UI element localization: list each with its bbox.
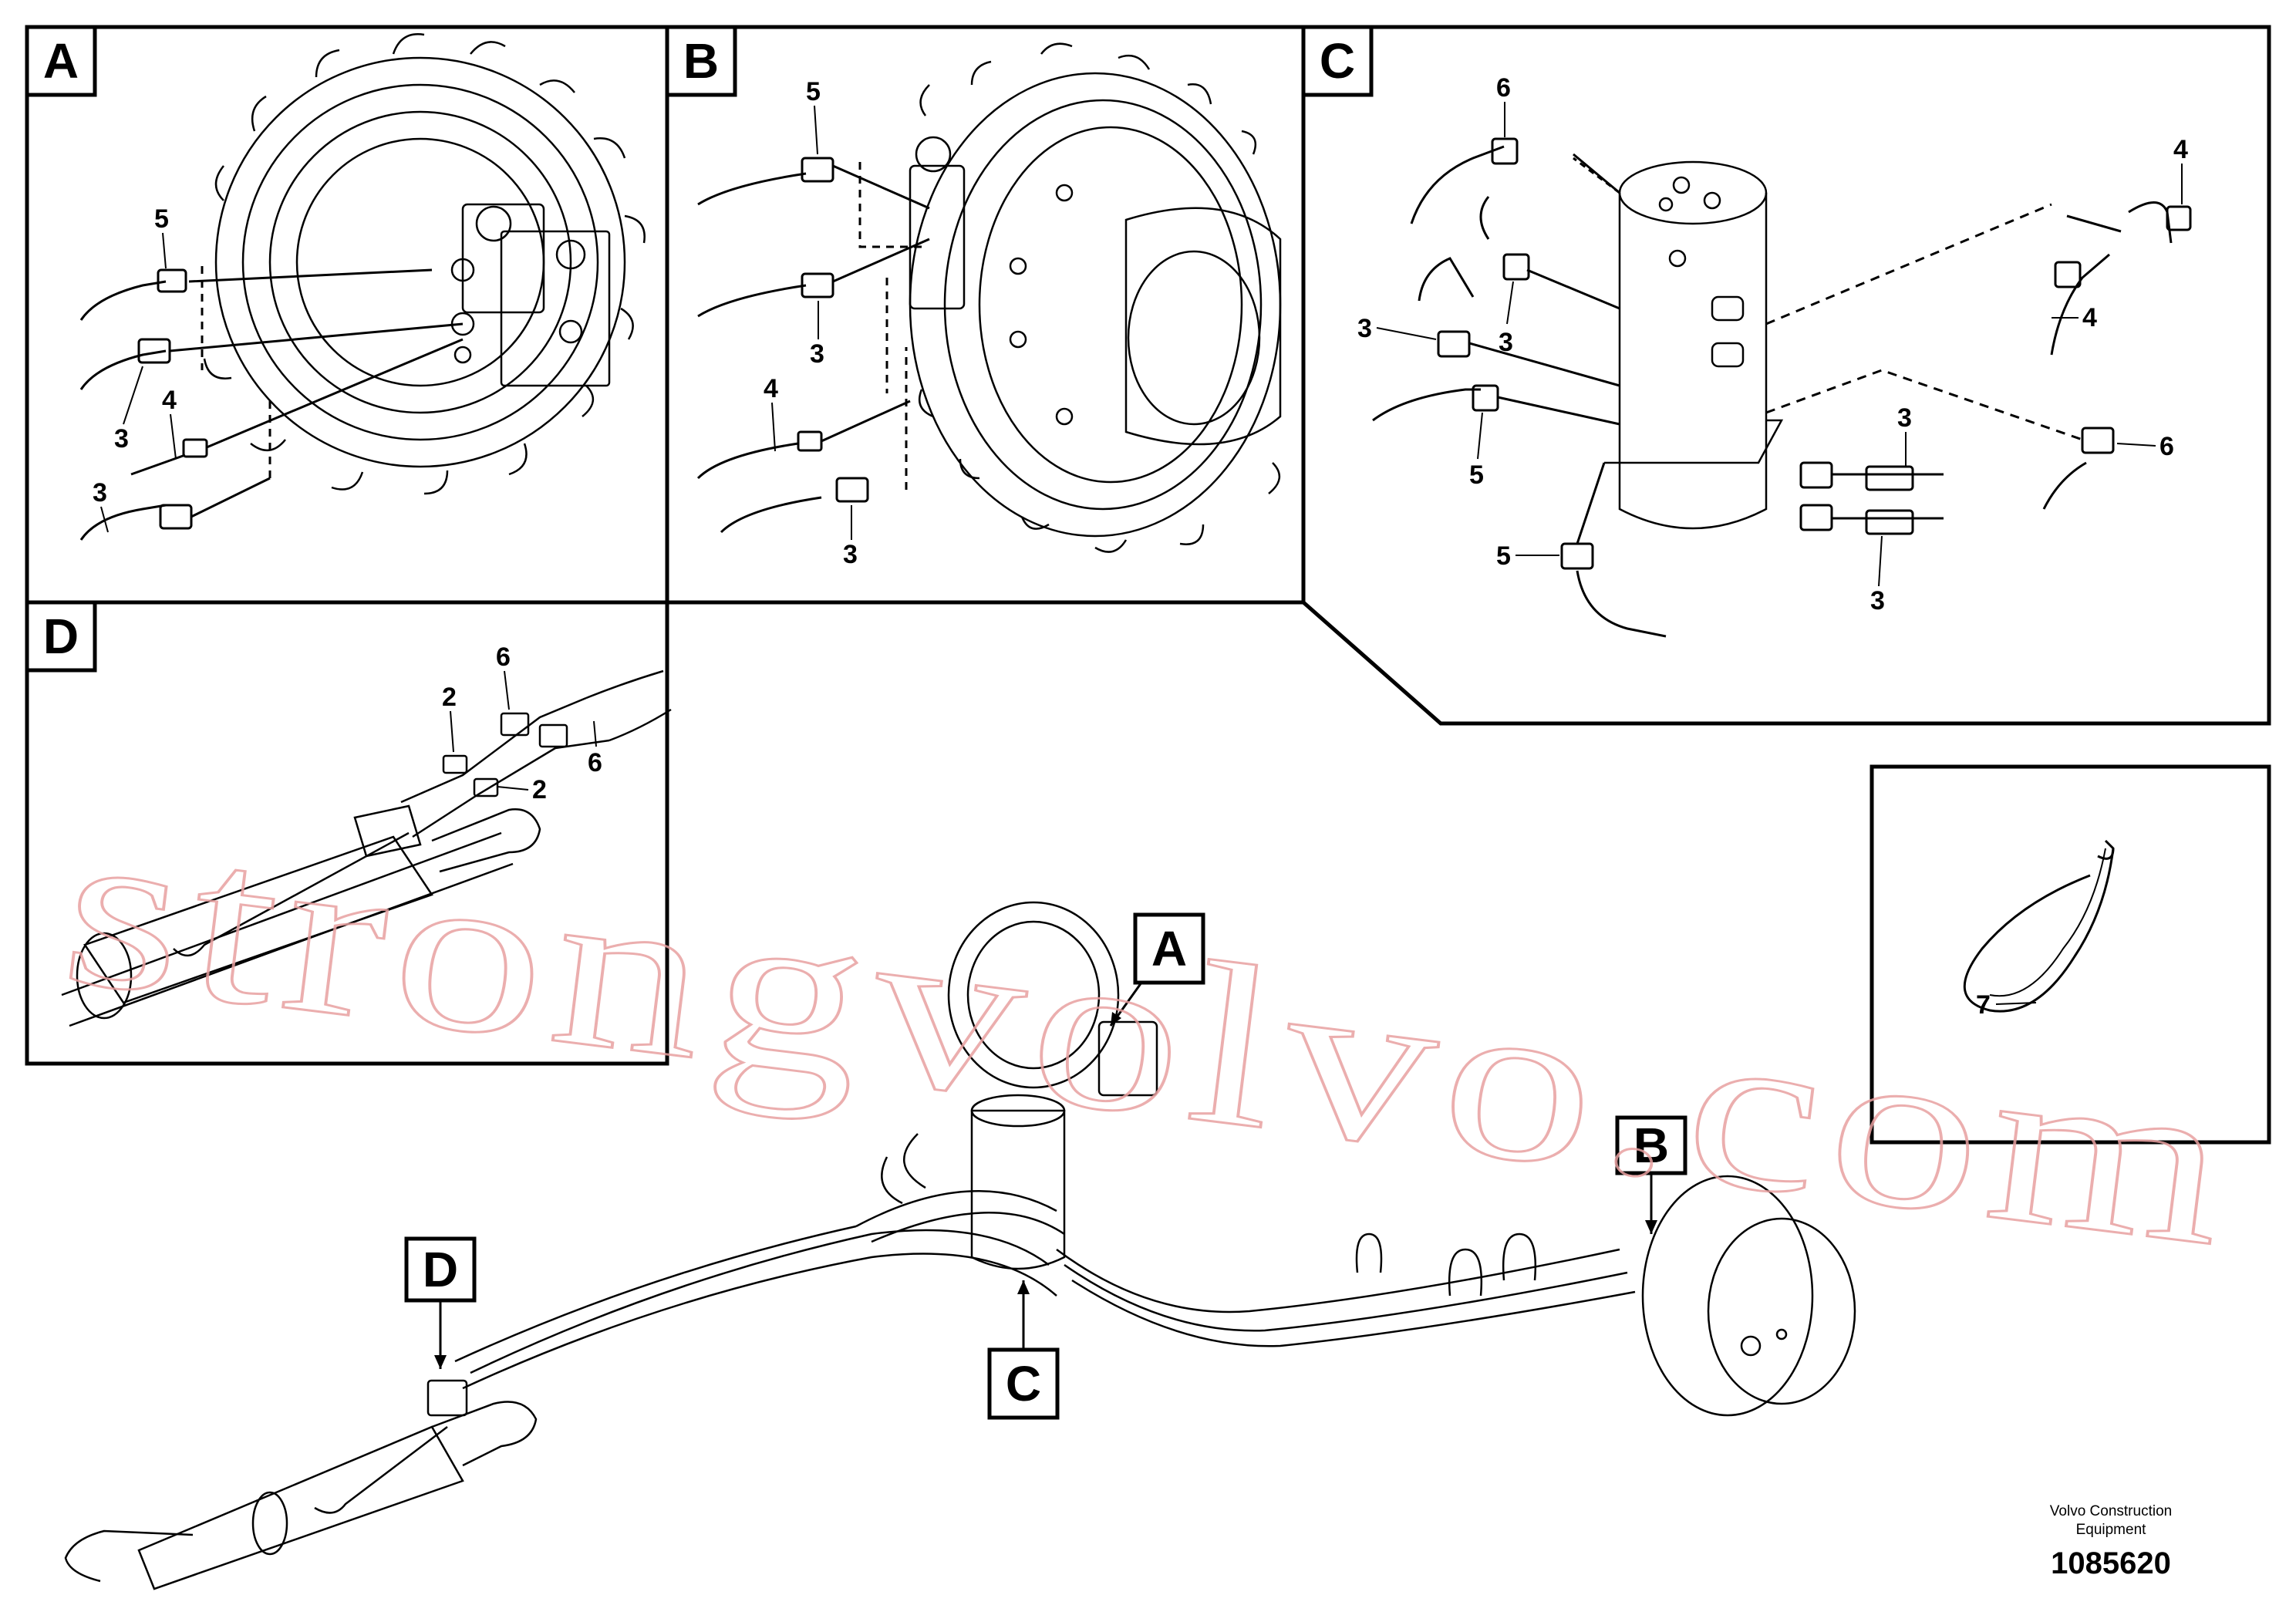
callout: 6 — [1496, 73, 1511, 103]
brand-line-2: Equipment — [2075, 1522, 2146, 1538]
panel-b-drawing — [909, 42, 1282, 553]
panel-e-frame — [1870, 764, 2271, 1145]
callout: 3 — [1897, 403, 1912, 433]
overview-marker-b: B — [1615, 1115, 1687, 1234]
callout: 4 — [2173, 135, 2188, 164]
panel-a-callouts: 5 3 4 3 — [93, 204, 177, 533]
svg-text:B: B — [683, 33, 719, 89]
panel-a-frame — [25, 25, 669, 605]
svg-text:D: D — [43, 609, 79, 664]
panel-a-hoses — [79, 266, 464, 541]
overview-marker-c: C — [987, 1280, 1060, 1420]
panel-d-frame — [25, 600, 669, 1066]
svg-text:D: D — [423, 1242, 458, 1297]
callout: 3 — [93, 478, 107, 508]
svg-text:B: B — [1633, 1118, 1669, 1173]
overview-marker-a: A — [1109, 912, 1205, 1027]
callout: 6 — [588, 748, 602, 777]
callout: 4 — [162, 386, 177, 415]
drawing-number: 1085620 — [2051, 1546, 2171, 1580]
panel-d-label: D — [25, 600, 97, 673]
panel-c-frame — [1301, 25, 2271, 726]
panel-c-callouts: 6 4 3 3 4 5 3 6 5 3 — [1357, 73, 2188, 615]
panel-d-callouts: 6 2 6 2 — [442, 642, 602, 804]
brand-label: Volvo Construction Equipment — [2011, 1502, 2211, 1539]
callout: 6 — [496, 642, 511, 672]
panel-c-drawing — [1604, 160, 1784, 530]
panel-e-drawing — [1963, 839, 2115, 1013]
panel-b-callouts: 5 3 4 3 — [764, 77, 858, 569]
panel-a-label: A — [25, 25, 97, 97]
callout: 5 — [1469, 460, 1484, 490]
callout: 6 — [2159, 432, 2174, 461]
callout: 5 — [154, 204, 169, 234]
callout: 4 — [2082, 303, 2097, 332]
callout: 3 — [843, 540, 858, 569]
svg-text:C: C — [1006, 1356, 1041, 1411]
callout: 5 — [806, 77, 821, 106]
panel-a-drawing — [203, 33, 646, 495]
watermark-text: strongvolvo.com — [52, 775, 2249, 1296]
panel-c-hoses — [1372, 137, 2192, 638]
svg-text:A: A — [1151, 921, 1187, 976]
panel-b-label: B — [665, 25, 737, 97]
callout: 3 — [1870, 586, 1885, 615]
panel-e-callouts: 7 — [1976, 990, 2037, 1020]
callout: 7 — [1976, 990, 1991, 1020]
callout: 2 — [442, 683, 457, 712]
overview-marker-d: D — [404, 1236, 477, 1369]
panel-c-label: C — [1301, 25, 1374, 97]
callout: 5 — [1496, 541, 1511, 571]
callout: 4 — [764, 374, 778, 403]
brand-line-1: Volvo Construction — [2049, 1503, 2173, 1519]
svg-text:A: A — [43, 33, 79, 89]
overview-drawing — [64, 901, 1856, 1590]
callout: 3 — [810, 339, 824, 369]
callout: 2 — [532, 775, 547, 804]
panel-frames — [25, 25, 2271, 1145]
panel-b-frame — [665, 25, 1306, 605]
callout: 3 — [1499, 328, 1513, 357]
panel-b-hoses — [696, 157, 930, 534]
panel-d-drawing — [61, 669, 672, 1027]
callout: 3 — [114, 424, 129, 454]
svg-text:C: C — [1320, 33, 1355, 89]
callout: 3 — [1357, 314, 1372, 343]
